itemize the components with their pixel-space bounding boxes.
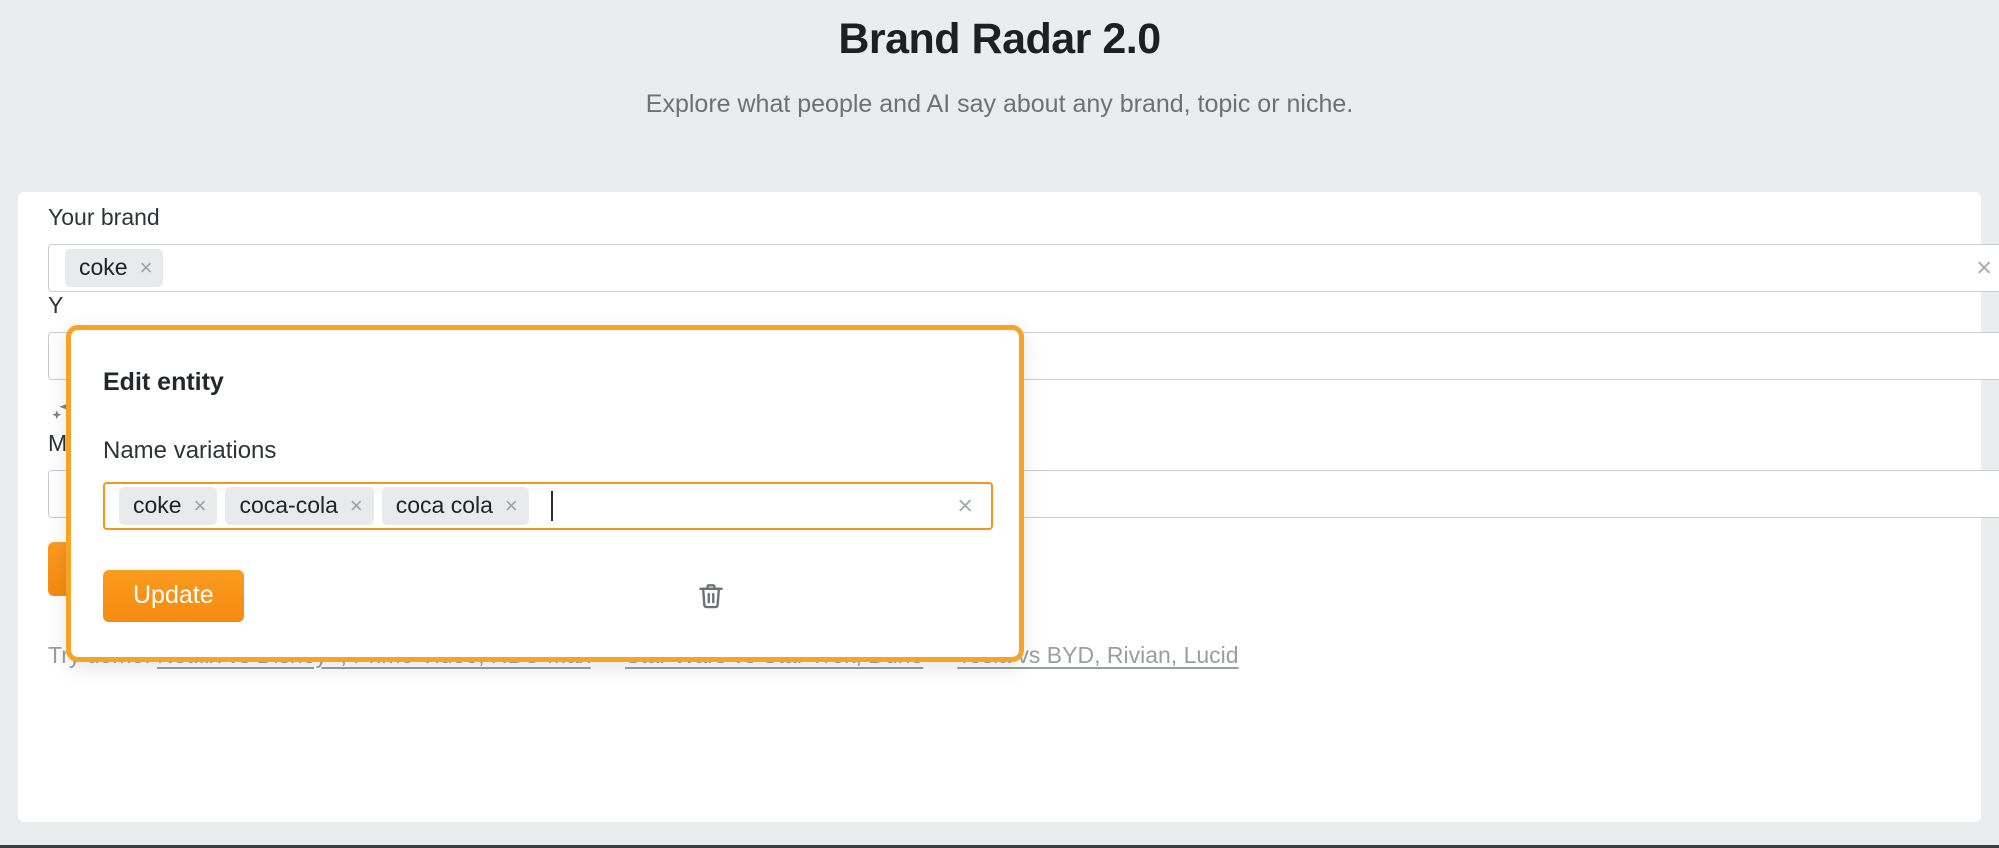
brand-field-label: Your brand <box>48 204 160 230</box>
clear-variations-icon[interactable]: × <box>957 490 973 521</box>
entity-chip-coke[interactable]: coke × <box>65 249 164 287</box>
variation-chip-coke[interactable]: coke × <box>119 487 218 525</box>
page-header: Brand Radar 2.0 Explore what people and … <box>0 0 1999 119</box>
market-field-label: M <box>48 430 68 456</box>
variation-chip-coca-cola-space[interactable]: coca cola × <box>381 487 529 525</box>
chip-remove-icon[interactable]: × <box>349 492 363 518</box>
variation-chip-coca-cola-hyphen[interactable]: coca-cola × <box>225 487 374 525</box>
variation-chip-label: coca-cola <box>239 492 338 519</box>
trash-icon <box>696 581 726 611</box>
search-form-card: Your brand coke × × Y M Explore <box>18 192 1999 822</box>
chip-remove-icon[interactable]: × <box>139 254 153 280</box>
text-cursor <box>550 491 553 521</box>
competitors-field-label: Y <box>48 292 64 318</box>
update-button[interactable]: Update <box>103 570 244 622</box>
page-title: Brand Radar 2.0 <box>838 15 1161 63</box>
edit-entity-title: Edit entity <box>103 368 224 396</box>
variation-chip-label: coke <box>133 492 182 519</box>
page-subtitle: Explore what people and AI say about any… <box>645 89 1354 118</box>
clear-brand-icon[interactable]: × <box>1976 252 1992 283</box>
chip-remove-icon[interactable]: × <box>193 492 207 518</box>
popover-actions: Update <box>103 570 993 622</box>
entity-chip-label: coke <box>79 254 128 281</box>
variation-chip-label: coca cola <box>395 492 493 519</box>
chip-remove-icon[interactable]: × <box>504 492 518 518</box>
name-variations-label: Name variations <box>103 437 277 464</box>
delete-entity-button[interactable] <box>696 581 726 611</box>
brand-input[interactable]: coke × × <box>48 244 1999 292</box>
edit-entity-popover: Edit entity Name variations coke × coca-… <box>66 325 1024 662</box>
name-variations-input[interactable]: coke × coca-cola × coca cola × × <box>103 482 993 530</box>
